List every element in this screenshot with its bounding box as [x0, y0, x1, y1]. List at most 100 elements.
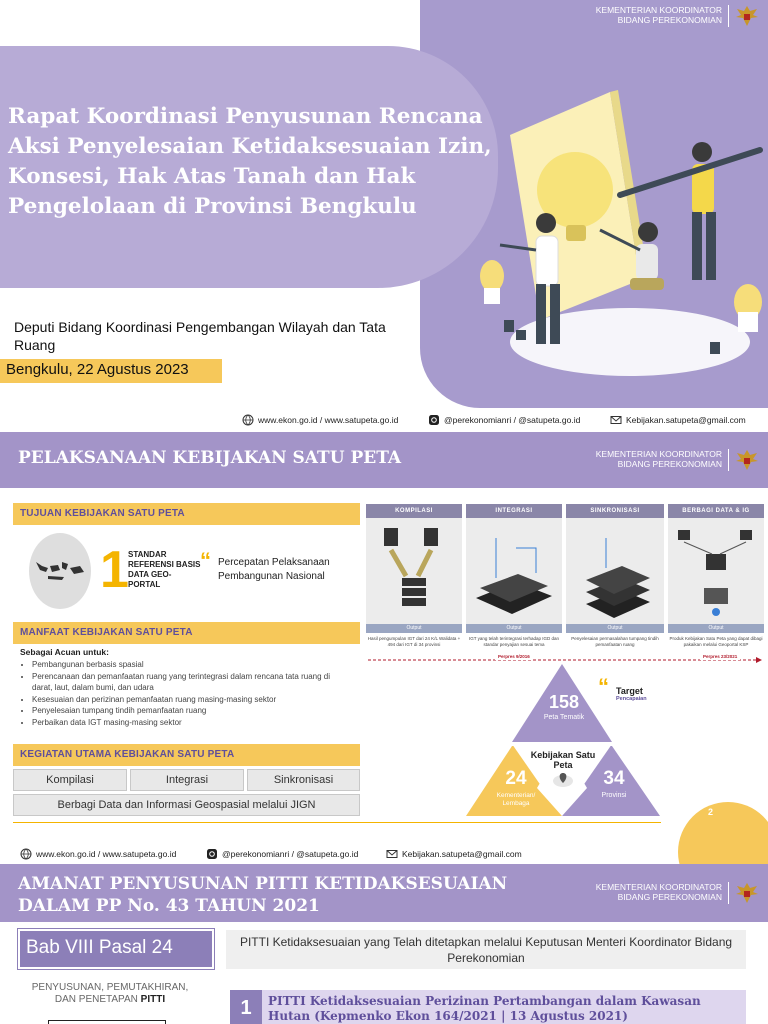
ministry-line-2: BIDANG PEREKONOMIAN: [617, 459, 722, 469]
stage-label: INTEGRASI: [466, 504, 562, 518]
left-box: [48, 1020, 166, 1024]
footer-email-text[interactable]: Kebijakan.satupeta@gmail.com: [626, 415, 746, 425]
stage-desc: IGT yang telah terintegrasi terhadap IGD…: [469, 636, 559, 647]
stage-body: [466, 518, 562, 624]
stage-output: Output: [668, 624, 764, 633]
footer-web: www.ekon.go.id / www.satupeta.go.id: [242, 414, 398, 426]
stacked-maps-icon: [586, 538, 650, 618]
stage-sinkronisasi: SINKRONISASI Output Penyelesaian permasa…: [566, 504, 664, 658]
mail-icon: [386, 850, 398, 858]
slide-header: [0, 432, 768, 488]
left-text-main: PENYUSUNAN, PEMUTAKHIRAN, DAN PENETAPAN: [31, 982, 189, 1005]
manfaat-item: Kesesuaian dan perizinan pemanfaatan rua…: [32, 694, 352, 706]
deputy-name: Deputi Bidang Koordinasi Pengembangan Wi…: [14, 319, 386, 353]
cover-title: Rapat Koordinasi Penyusunan Rencana Aksi…: [8, 104, 492, 219]
kegiatan-berbagi-data: Berbagi Data dan Informasi Geospasial me…: [13, 794, 360, 816]
footer-social-text[interactable]: @perekonomianri / @satupeta.go.id: [444, 415, 581, 425]
garuda-emblem-icon: [736, 450, 758, 470]
stage-integrasi: INTEGRASI Output IGT yang telah terinteg…: [466, 504, 562, 658]
perpres-1: Perpres 9/2016: [495, 654, 533, 660]
item-box: [262, 990, 746, 1024]
target-right-label: Provinsi: [601, 792, 627, 799]
tujuan-standar: STANDAR REFERENSI BASIS DATA GEO-PORTAL: [128, 550, 201, 589]
stage-body: [366, 518, 462, 624]
manfaat-list: Pembangunan berbasis spasial Perencanaan…: [32, 659, 352, 728]
manfaat-heading: MANFAAT KEBIJAKAN SATU PETA: [13, 622, 360, 644]
slide-amanat-pitti: AMANAT PENYUSUNAN PITTI KETIDAKSESUAIAN …: [0, 864, 768, 1024]
kegiatan-heading: KEGIATAN UTAMA KEBIJAKAN SATU PETA: [13, 744, 360, 766]
ministry-name: KEMENTERIAN KOORDINATOR BIDANG PEREKONOM…: [552, 882, 722, 902]
manfaat-item: Pembangunan berbasis spasial: [32, 659, 352, 671]
ministry-name: KEMENTERIAN KOORDINATOR BIDANG PEREKONOM…: [552, 5, 722, 25]
target-label: Target: [616, 686, 643, 696]
kegiatan-kompilasi: Kompilasi: [13, 769, 127, 791]
ministry-name: KEMENTERIAN KOORDINATOR BIDANG PEREKONOM…: [552, 449, 722, 469]
page-number: 2: [708, 807, 714, 817]
indonesia-map-icon: [29, 533, 91, 609]
stage-desc: Hasil pengumpulan IGT dari 24 K/L Walida…: [367, 636, 461, 647]
garuda-emblem-icon: [736, 6, 758, 26]
target-caption: Target Pencapaian: [616, 686, 666, 702]
left-text: PENYUSUNAN, PEMUTAKHIRAN, DAN PENETAPAN …: [20, 982, 200, 1006]
footer-social: @perekonomianri / @satupeta.go.id: [428, 414, 580, 426]
stage-label: BERBAGI DATA & IG: [668, 504, 764, 518]
stage-body: [566, 518, 664, 624]
title-band: [0, 46, 498, 288]
footer-email-text[interactable]: Kebijakan.satupeta@gmail.com: [402, 849, 522, 859]
separator-line: [13, 822, 661, 823]
event-date: Bengkulu, 22 Agustus 2023: [6, 361, 189, 378]
tujuan-heading: TUJUAN KEBIJAKAN SATU PETA: [13, 503, 360, 525]
footer-social: @perekonomianri / @satupeta.go.id: [206, 848, 358, 860]
footer-social-text[interactable]: @perekonomianri / @satupeta.go.id: [222, 849, 359, 859]
target-sub: Pencapaian: [616, 696, 647, 702]
quote-icon: “: [200, 548, 211, 573]
divider: [728, 882, 729, 904]
pitti-subtitle: PITTI Ketidaksesuaian yang Telah ditetap…: [226, 930, 746, 969]
slide-satu-peta: PELAKSANAAN KEBIJAKAN SATU PETA KEMENTER…: [0, 432, 768, 864]
manfaat-intro: Sebagai Acuan untuk:: [20, 647, 109, 657]
slide-title: PELAKSANAAN KEBIJAKAN SATU PETA: [18, 448, 402, 468]
stage-desc: Produk Kebijakan Satu Peta yang dapat di…: [669, 636, 763, 647]
tujuan-number: 1: [100, 541, 129, 599]
target-left-value: 24: [505, 768, 527, 789]
ministry-line-2: BIDANG PEREKONOMIAN: [617, 15, 722, 25]
target-center: Kebijakan Satu Peta: [530, 750, 596, 770]
target-left-label: Kementerian/ Lembaga: [496, 792, 536, 807]
stage-kompilasi: KOMPILASI Output Hasil pengumpulan IGT d…: [366, 504, 462, 658]
stage-output: Output: [566, 624, 664, 633]
ministry-line-1: KEMENTERIAN KOORDINATOR: [595, 882, 722, 892]
slide-title: AMANAT PENYUSUNAN PITTI KETIDAKSESUAIAN …: [18, 874, 508, 916]
footer-web-text[interactable]: www.ekon.go.id / www.satupeta.go.id: [36, 849, 177, 859]
instagram-icon: [207, 849, 217, 859]
stage-output: Output: [366, 624, 462, 633]
footer-web-text[interactable]: www.ekon.go.id / www.satupeta.go.id: [258, 415, 399, 425]
bab-badge: Bab VIII Pasal 24: [17, 928, 215, 970]
date-band: [0, 359, 222, 383]
stage-desc: Penyelesaian permasalahan tumpang tindih…: [571, 636, 659, 647]
layers-icon: [476, 538, 552, 614]
ministry-line-1: KEMENTERIAN KOORDINATOR: [595, 449, 722, 459]
team-painting-illustration: [480, 90, 763, 376]
target-right-value: 34: [603, 768, 625, 789]
footer-email: Kebijakan.satupeta@gmail.com: [610, 414, 746, 426]
tujuan-quote: Percepatan Pelaksanaan Pembangunan Nasio…: [218, 557, 330, 582]
left-text-pitti: PITTI: [140, 994, 166, 1005]
manfaat-item: Perbaikan data IGT masing-masing sektor: [32, 717, 352, 729]
footer-web: www.ekon.go.id / www.satupeta.go.id: [20, 848, 176, 860]
mail-icon: [610, 416, 622, 424]
ministry-line-2: BIDANG PEREKONOMIAN: [617, 892, 722, 902]
kegiatan-sinkronisasi: Sinkronisasi: [247, 769, 360, 791]
globe-icon: [20, 848, 32, 860]
target-top-label: Peta Tematik: [543, 714, 585, 721]
target-top-value: 158: [548, 692, 580, 712]
globe-icon: [242, 414, 254, 426]
footer-email: Kebijakan.satupeta@gmail.com: [386, 848, 522, 860]
stage-output: Output: [466, 624, 562, 633]
item-number: 1: [230, 990, 262, 1024]
perpres-2: Perpres 23/2021: [700, 654, 741, 660]
ministry-line-1: KEMENTERIAN KOORDINATOR: [595, 5, 722, 15]
stage-berbagi-data: BERBAGI DATA & IG Output Produk Kebijaka…: [668, 504, 764, 658]
stage-label: KOMPILASI: [366, 504, 462, 518]
item-text: PITTI Ketidaksesuaian Perizinan Pertamba…: [268, 994, 701, 1023]
divider: [728, 449, 729, 471]
